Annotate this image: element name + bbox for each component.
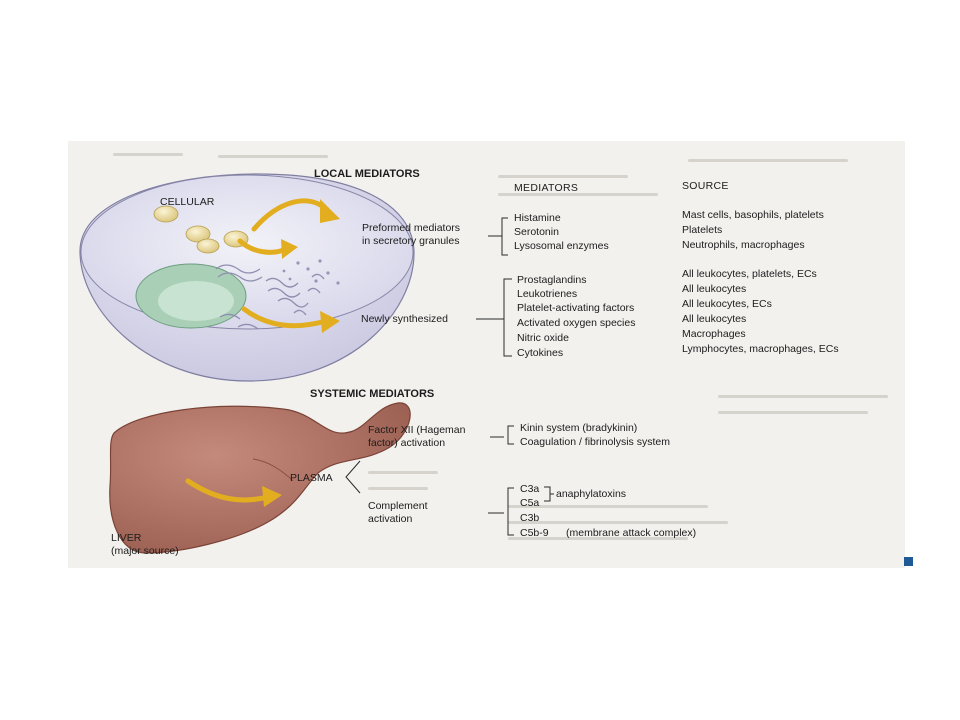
mediators-column-header: MEDIATORS	[514, 182, 579, 194]
ghost-text-line	[508, 505, 708, 508]
secretory-granules	[153, 205, 249, 254]
mediator-item: Serotonin	[514, 226, 559, 238]
source-item: Macrophages	[682, 328, 746, 340]
slide-corner-marker	[904, 557, 913, 566]
factor-xii-item: Coagulation / fibrinolysis system	[520, 436, 670, 448]
mediator-item: Activated oxygen species	[517, 317, 636, 329]
systemic-mediators-heading: SYSTEMIC MEDIATORS	[310, 388, 435, 400]
mediator-item: Histamine	[514, 212, 561, 224]
complement-item: C5a	[520, 497, 540, 509]
complement-item: C5b-9	[520, 527, 549, 539]
mac-label: (membrane attack complex)	[566, 527, 697, 539]
mediator-item: Leukotrienes	[517, 288, 578, 300]
complement-item: C3a	[520, 483, 540, 495]
factor-xii-label-line1: Factor XII (Hageman	[368, 424, 466, 436]
factor-xii-label-line2: factor) activation	[368, 437, 446, 449]
source-item: Platelets	[682, 224, 723, 236]
ghost-text-line	[498, 175, 628, 178]
ghost-text-line	[368, 487, 428, 490]
complement-item: C3b	[520, 512, 540, 524]
ghost-text-line	[498, 193, 658, 196]
cellular-label: CELLULAR	[160, 196, 215, 208]
liver-label: LIVER	[111, 532, 142, 544]
golgi-apparatus	[215, 264, 325, 330]
preformed-label-line1: Preformed mediators	[362, 222, 461, 234]
arrow-heads	[262, 199, 340, 507]
local-mediators-heading: LOCAL MEDIATORS	[314, 168, 420, 180]
source-item: All leukocytes	[682, 283, 747, 295]
mediator-item: Platelet-activating factors	[517, 302, 635, 314]
complement-label-line1: Complement	[368, 500, 428, 512]
liver-sublabel: (major source)	[111, 545, 179, 557]
mediators-figure: LOCAL MEDIATORS CELLULAR MEDIATORS SOURC…	[68, 141, 905, 568]
ghost-text-line	[508, 537, 688, 540]
source-item: Mast cells, basophils, platelets	[682, 209, 824, 221]
ghost-text-line	[688, 159, 848, 162]
mediator-item: Cytokines	[517, 347, 564, 359]
ghost-text-line	[718, 395, 888, 398]
liver-illustration	[109, 402, 411, 554]
source-item: All leukocytes, platelets, ECs	[682, 268, 817, 280]
mediator-item: Nitric oxide	[517, 332, 569, 344]
diagram-art	[79, 173, 554, 554]
cell-illustration	[79, 173, 415, 382]
connector-lines	[345, 217, 554, 536]
plasma-label: PLASMA	[290, 472, 333, 484]
source-item: Neutrophils, macrophages	[682, 239, 805, 251]
ghost-text-line	[368, 471, 438, 474]
ghost-text-line	[113, 153, 183, 156]
mediator-item: Prostaglandins	[517, 274, 587, 286]
ghost-text-line	[508, 521, 728, 524]
source-item: Lymphocytes, macrophages, ECs	[682, 343, 839, 355]
anaphylatoxins-label: anaphylatoxins	[556, 488, 627, 500]
source-item: All leukocytes, ECs	[682, 298, 772, 310]
ghost-text-line	[218, 155, 328, 158]
newly-synthesized-label: Newly synthesized	[361, 313, 448, 325]
preformed-label-line2: in secretory granules	[362, 235, 460, 247]
source-column-header: SOURCE	[682, 180, 729, 192]
ghost-text-line	[718, 411, 868, 414]
mediator-item: Lysosomal enzymes	[514, 240, 609, 252]
source-item: All leukocytes	[682, 313, 747, 325]
factor-xii-item: Kinin system (bradykinin)	[520, 422, 638, 434]
complement-label-line2: activation	[368, 513, 413, 525]
